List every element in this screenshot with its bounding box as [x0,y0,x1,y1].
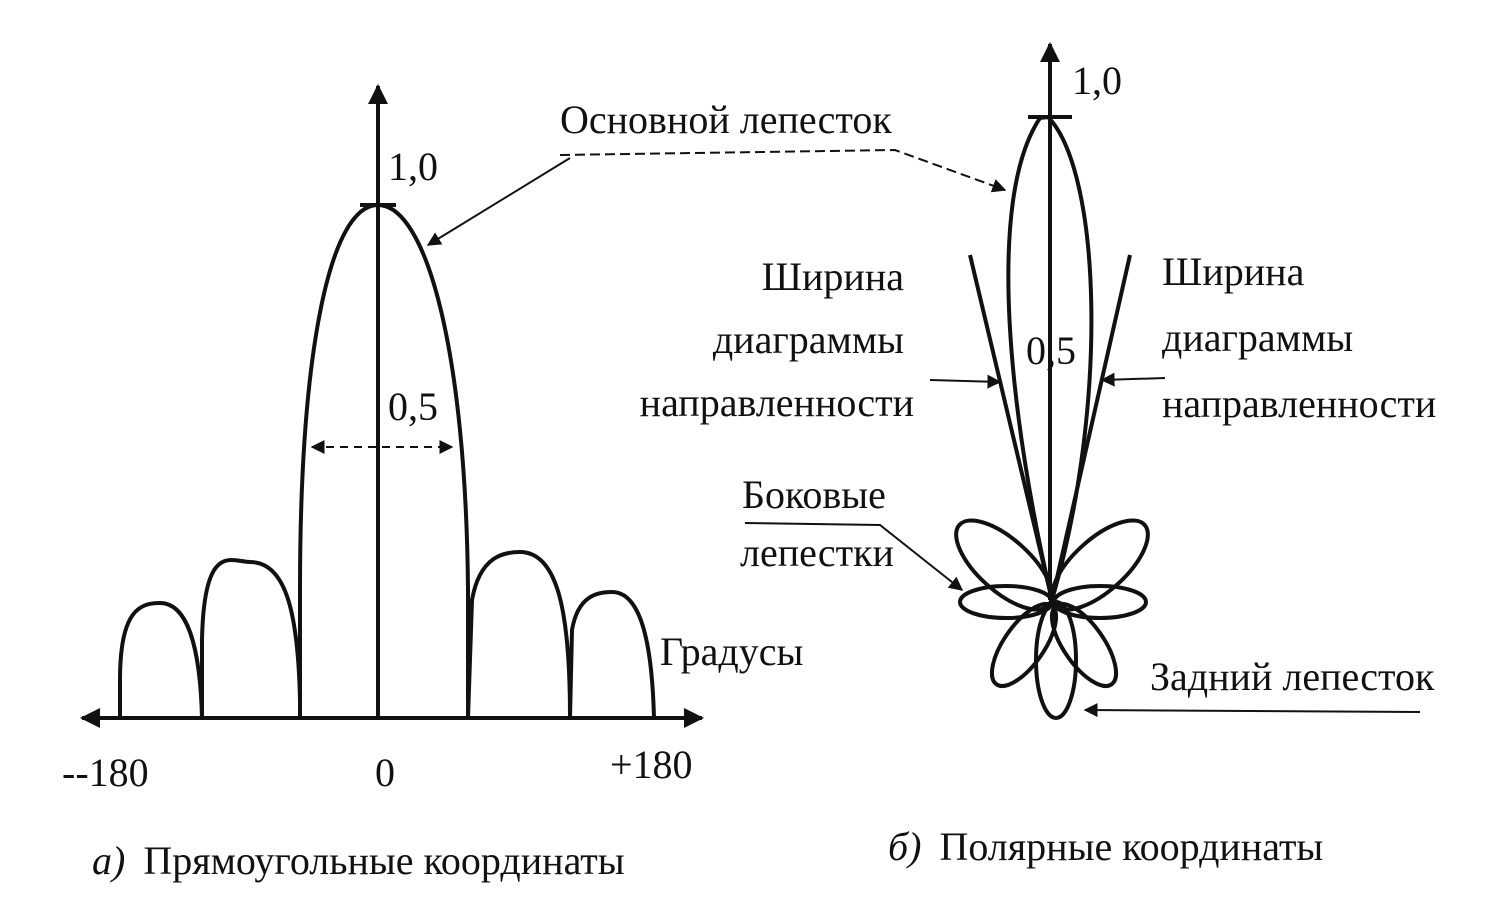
side-lobe-left-inner [200,557,302,718]
rect-caption-text: Прямоугольные координаты [143,838,624,883]
axis-unit-label: Градусы [660,629,803,674]
beamwidth-right-line-3: направленности [1162,381,1436,426]
back-lobe [1034,600,1078,720]
side-lobe-left-outer [118,600,204,719]
polar-plot: 1,0 0,5 б) Полярные координаты [888,42,1323,869]
side-lobe-lower-right [1049,602,1119,688]
rectangular-plot: 1,0 0,5 --180 0 +180 Градусы а) Прямоуго… [62,84,803,883]
back-lobe-label: Задний лепесток [1150,654,1435,699]
polar-caption-letter: б) [888,824,921,869]
beamwidth-left-line-2: диаграммы [713,317,904,362]
main-lobe-label: Основной лепесток [560,97,892,142]
polar-caption-text: Полярные координаты [939,824,1323,869]
beamwidth-right-label: Ширина диаграммы направленности [1162,249,1436,426]
beamwidth-left-line-3: направленности [640,380,914,425]
beamwidth-arrow-left [929,374,1002,389]
main-lobe-curve [298,202,470,718]
side-lobes-leader [744,522,964,591]
main-lobe-leader-rect [426,157,571,246]
rect-half-label: 0,5 [388,384,438,429]
beamwidth-right-line-1: Ширина [1162,249,1305,294]
beamwidth-line-left [968,254,1054,601]
beamwidth-left-label: Ширина диаграммы направленности [640,254,914,425]
rect-peak-label: 1,0 [388,144,438,189]
beamwidth-left-line-1: Ширина [762,254,905,299]
beamwidth-arrow-right [1100,372,1166,387]
x-right-label: +180 [610,742,693,787]
side-lobes-line-2: лепестки [740,530,894,575]
polar-peak-label: 1,0 [1072,58,1122,103]
rect-caption-letter: а) [92,838,125,883]
beamwidth-right-line-2: диаграммы [1162,315,1353,360]
side-lobes-line-1: Боковые [742,472,886,517]
polar-side-lobes [954,518,1150,720]
side-lobes-label: Боковые лепестки [740,472,896,575]
x-left-label: --180 [62,750,149,795]
polar-caption: б) Полярные координаты [888,824,1323,869]
beamwidth-line-right [1050,254,1132,601]
annotations: Основной лепесток Ширина диаграммы напра… [426,97,1436,718]
side-lobe-right-outer [568,589,656,719]
side-lobe-left [958,584,1054,620]
polar-main-lobe [1006,114,1094,601]
x-center-label: 0 [375,750,395,795]
main-lobe-leader [559,148,1007,193]
side-lobe-right-inner [466,549,572,719]
rect-caption: а) Прямоугольные координаты [92,838,625,883]
polar-half-label: 0,5 [1026,328,1076,373]
back-lobe-leader [1083,703,1421,718]
